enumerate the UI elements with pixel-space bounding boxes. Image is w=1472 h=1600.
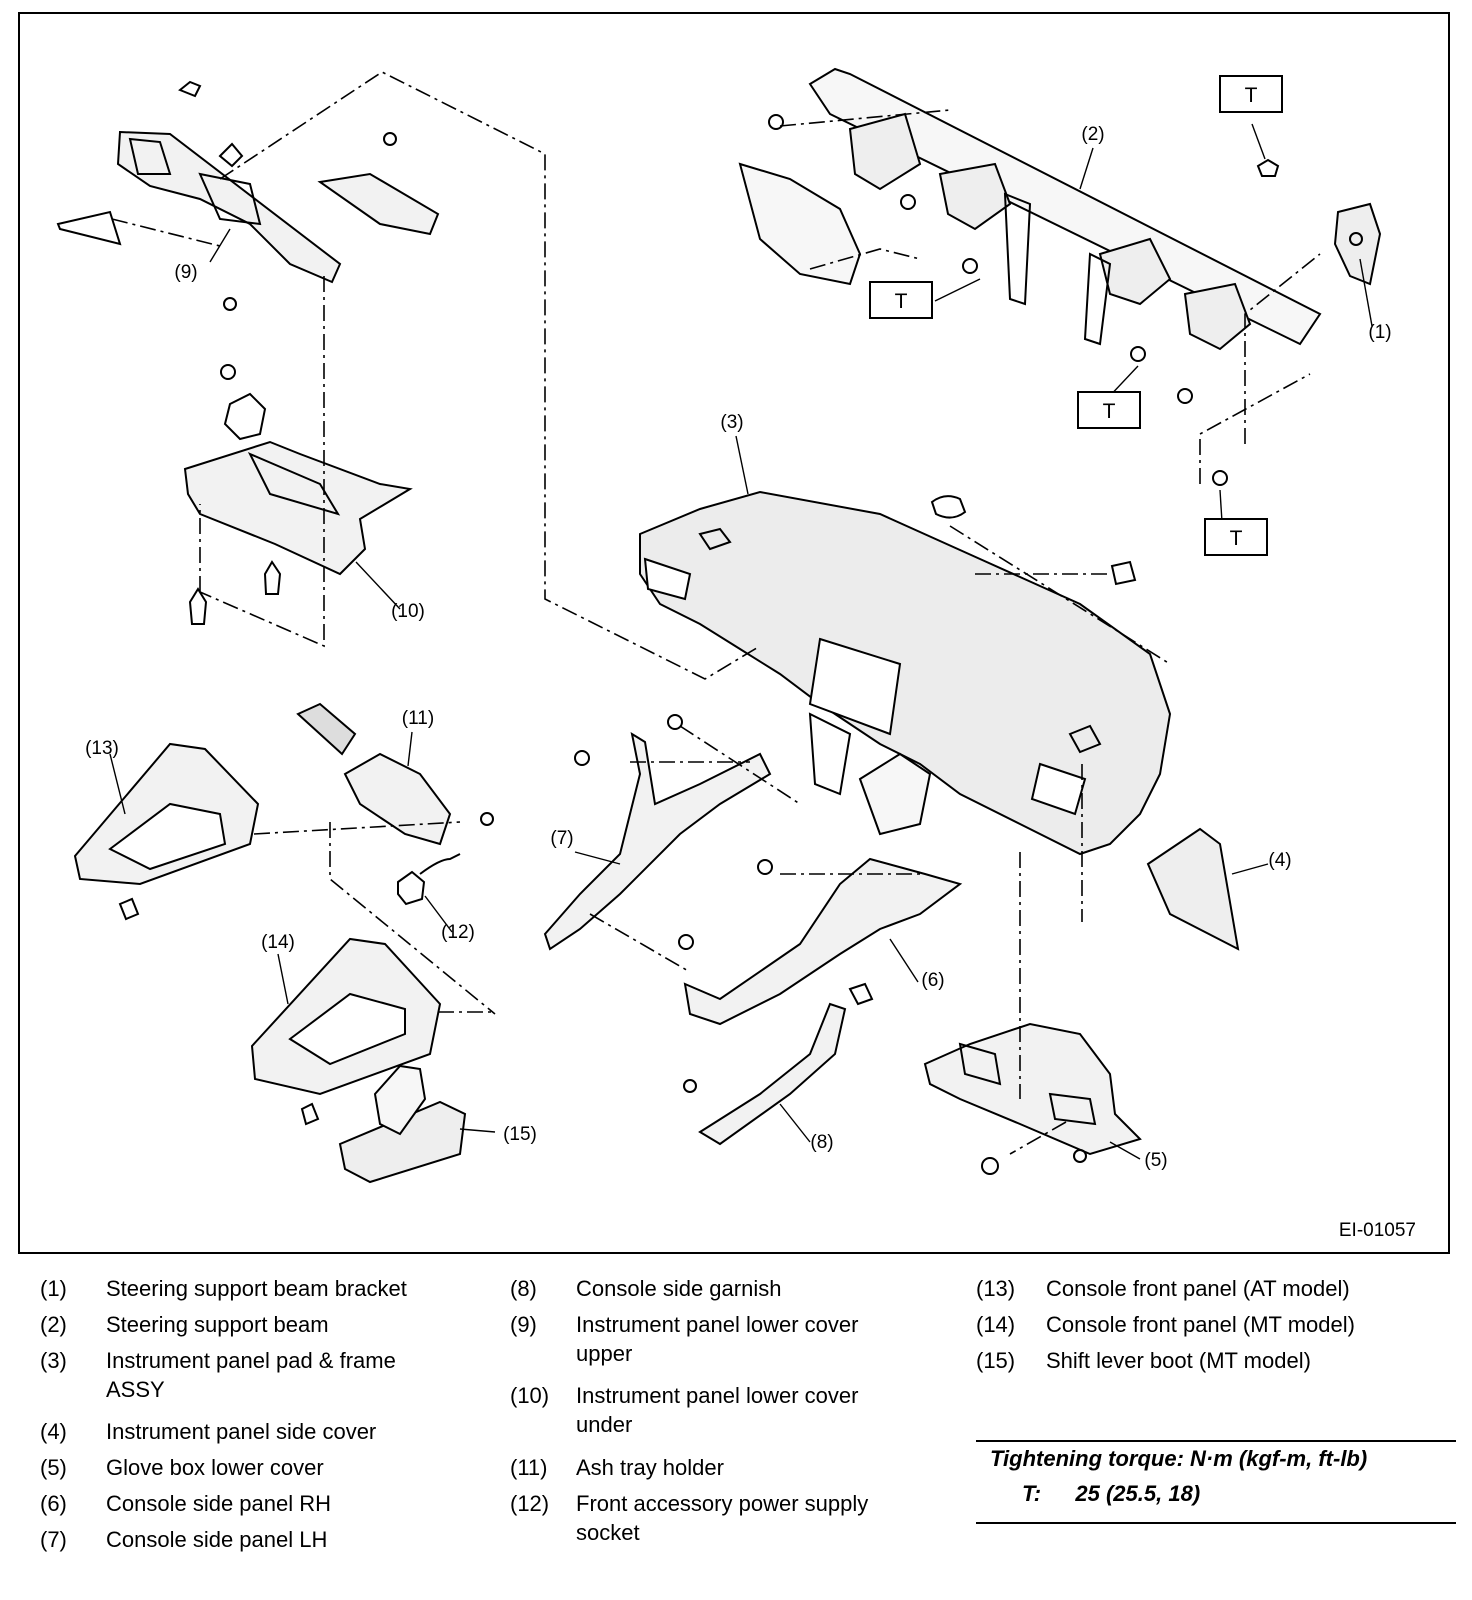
legend-num: (2) <box>40 1312 67 1337</box>
legend-num: (3) <box>40 1348 67 1373</box>
part-9-lower-cover-upper <box>56 80 440 311</box>
legend-text: Instrument panel lower cover <box>576 1312 859 1337</box>
callout-13: (13) <box>85 738 119 759</box>
callout-12: (12) <box>441 922 475 943</box>
part-12-power-socket <box>397 853 461 906</box>
legend-text: Console side panel RH <box>106 1491 332 1516</box>
torque-spec: T: 25 (25.5, 18) <box>1022 1481 1200 1507</box>
legend-text: Console front panel (AT model) <box>1046 1276 1350 1301</box>
legend-text-2: socket <box>576 1520 640 1545</box>
legend-text-2: upper <box>576 1341 633 1366</box>
legend-num: (4) <box>40 1419 67 1444</box>
part-10-lower-cover-under <box>183 364 413 625</box>
callout-5: (5) <box>1144 1150 1167 1171</box>
legend-num: (10) <box>510 1383 550 1408</box>
callout-10: (10) <box>391 601 425 622</box>
part-1-beam-bracket <box>1212 158 1382 486</box>
torque-value: 25 (25.5, 18) <box>1075 1481 1201 1506</box>
legend-num: (11) <box>510 1455 548 1480</box>
assembly-lines <box>111 71 1321 1155</box>
legend-text: Console front panel (MT model) <box>1046 1312 1355 1337</box>
legend-text: Steering support beam <box>106 1312 329 1337</box>
callout-9: (9) <box>174 262 197 283</box>
torque-box-3 <box>1077 391 1141 429</box>
legend-num: (6) <box>40 1491 67 1516</box>
callout-15: (15) <box>503 1124 537 1145</box>
callout-14: (14) <box>261 932 295 953</box>
torque-box-4 <box>1204 518 1268 556</box>
legend-text: Ash tray holder <box>576 1455 724 1480</box>
part-11-ash-tray-holder <box>296 702 494 846</box>
part-6-console-rh <box>678 857 963 1026</box>
torque-box-labels: T T T T <box>895 84 1258 550</box>
torque-title: Tightening torque: N·m (kgf-m, ft-lb) <box>990 1446 1368 1471</box>
torque-boxes <box>869 75 1283 556</box>
torque-mark: T <box>1230 527 1243 550</box>
diagram-svg: T T T T (1) (2) (3) (4) (5) (6) (7) (8) … <box>56 67 1416 1241</box>
callout-11: (11) <box>402 708 434 729</box>
part-5-glove-box-cover <box>923 1022 1142 1175</box>
torque-mark: T <box>895 290 908 313</box>
part-2-steering-beam <box>738 67 1322 404</box>
legend-text: Glove box lower cover <box>106 1455 324 1480</box>
legend-text: Shift lever boot (MT model) <box>1046 1348 1311 1373</box>
tightening-torque-box: Tightening torque: N·m (kgf-m, ft-lb) T:… <box>976 1440 1456 1524</box>
part-7-console-lh <box>543 714 772 951</box>
part-3-instrument-panel <box>639 490 1172 856</box>
legend-num: (12) <box>510 1491 550 1516</box>
part-15-shift-boot <box>338 1064 467 1184</box>
legend-text: Instrument panel pad & frame <box>106 1348 396 1373</box>
part-14-console-front-mt <box>250 937 442 1126</box>
torque-mark-label: T: <box>1022 1481 1042 1506</box>
callout-4: (4) <box>1268 850 1291 871</box>
legend-num: (5) <box>40 1455 67 1480</box>
callout-8: (8) <box>810 1132 833 1153</box>
part-8-side-garnish <box>683 982 874 1146</box>
legend-num: (7) <box>40 1527 67 1552</box>
legend-num: (9) <box>510 1312 537 1337</box>
legend-text: Steering support beam bracket <box>106 1276 407 1301</box>
legend-text: Instrument panel side cover <box>106 1419 377 1444</box>
callout-labels: (1) (2) (3) (4) (5) (6) (7) (8) (9) (10)… <box>85 124 1392 1171</box>
callout-1: (1) <box>1368 322 1391 343</box>
legend-text: Front accessory power supply <box>576 1491 869 1516</box>
torque-box-2 <box>869 281 933 319</box>
callout-7: (7) <box>550 828 573 849</box>
part-13-console-front-at <box>73 742 260 921</box>
part-4-side-cover <box>1146 827 1240 951</box>
torque-box-1 <box>1219 75 1283 113</box>
callout-2: (2) <box>1081 124 1104 145</box>
legend-text-2: under <box>576 1412 633 1437</box>
legend-text: Console side garnish <box>576 1276 782 1301</box>
figure-id: EI-01057 <box>1339 1220 1416 1241</box>
torque-mark: T <box>1103 400 1116 423</box>
legend-text: Console side panel LH <box>106 1527 328 1552</box>
callout-6: (6) <box>921 970 944 991</box>
legend-text: Instrument panel lower cover <box>576 1383 859 1408</box>
torque-mark: T <box>1245 84 1258 107</box>
legend-text-2: ASSY <box>106 1377 165 1402</box>
callout-3: (3) <box>720 412 743 433</box>
exploded-diagram: T T T T (1) (2) (3) (4) (5) (6) (7) (8) … <box>18 12 1450 1254</box>
legend-num: (14) <box>976 1312 1016 1337</box>
legend-num: (13) <box>976 1276 1016 1301</box>
legend-num: (1) <box>40 1276 67 1301</box>
legend-num: (8) <box>510 1276 537 1301</box>
legend-num: (15) <box>976 1348 1016 1373</box>
